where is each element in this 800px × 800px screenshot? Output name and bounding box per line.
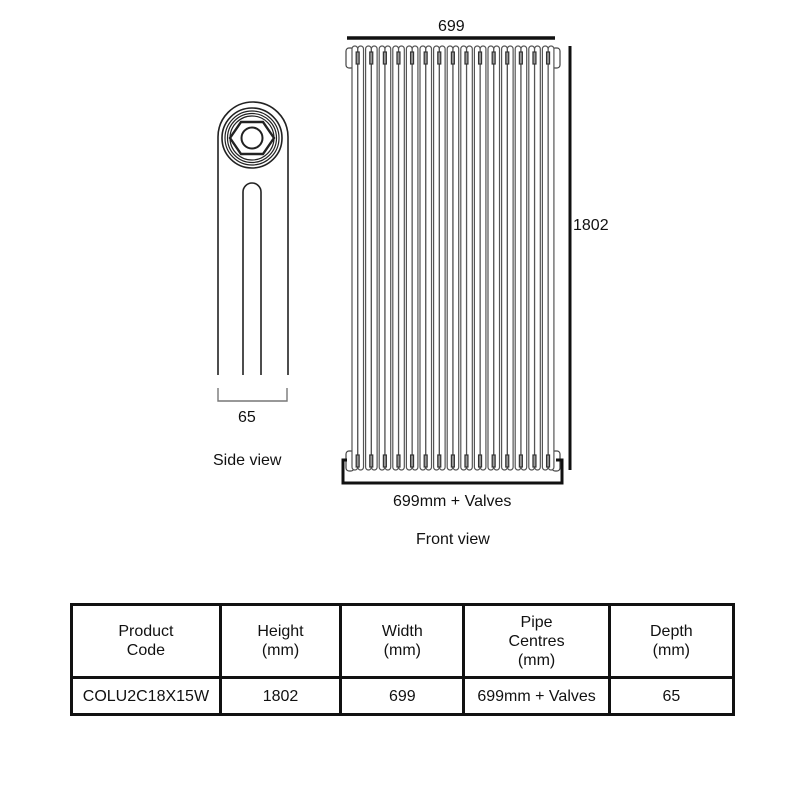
depth-dimension-bracket bbox=[217, 388, 288, 402]
pipe-centres-bracket bbox=[341, 458, 564, 485]
height-label: 1802 bbox=[573, 217, 609, 234]
side-view-radiator-profile bbox=[217, 101, 289, 375]
cell-width: 699 bbox=[339, 676, 466, 716]
cell-pipe-centres: 699mm + Valves bbox=[462, 676, 611, 716]
header-width: Width(mm) bbox=[339, 603, 466, 679]
hex-nut-icon bbox=[228, 120, 276, 156]
cell-product-code: COLU2C18X15W bbox=[70, 676, 222, 716]
cell-height: 1802 bbox=[218, 676, 343, 716]
cell-depth: 65 bbox=[607, 676, 736, 716]
front-view-caption: Front view bbox=[416, 531, 490, 548]
table-row: COLU2C18X15W 1802 699 699mm + Valves 65 bbox=[70, 676, 736, 716]
front-view-radiator bbox=[345, 45, 561, 472]
width-label: 699 bbox=[438, 18, 465, 35]
side-view-caption: Side view bbox=[213, 452, 282, 469]
depth-label: 65 bbox=[238, 409, 256, 426]
pipe-centres-label: 699mm + Valves bbox=[393, 493, 512, 510]
header-depth: Depth(mm) bbox=[607, 603, 736, 679]
header-height: Height(mm) bbox=[218, 603, 343, 679]
